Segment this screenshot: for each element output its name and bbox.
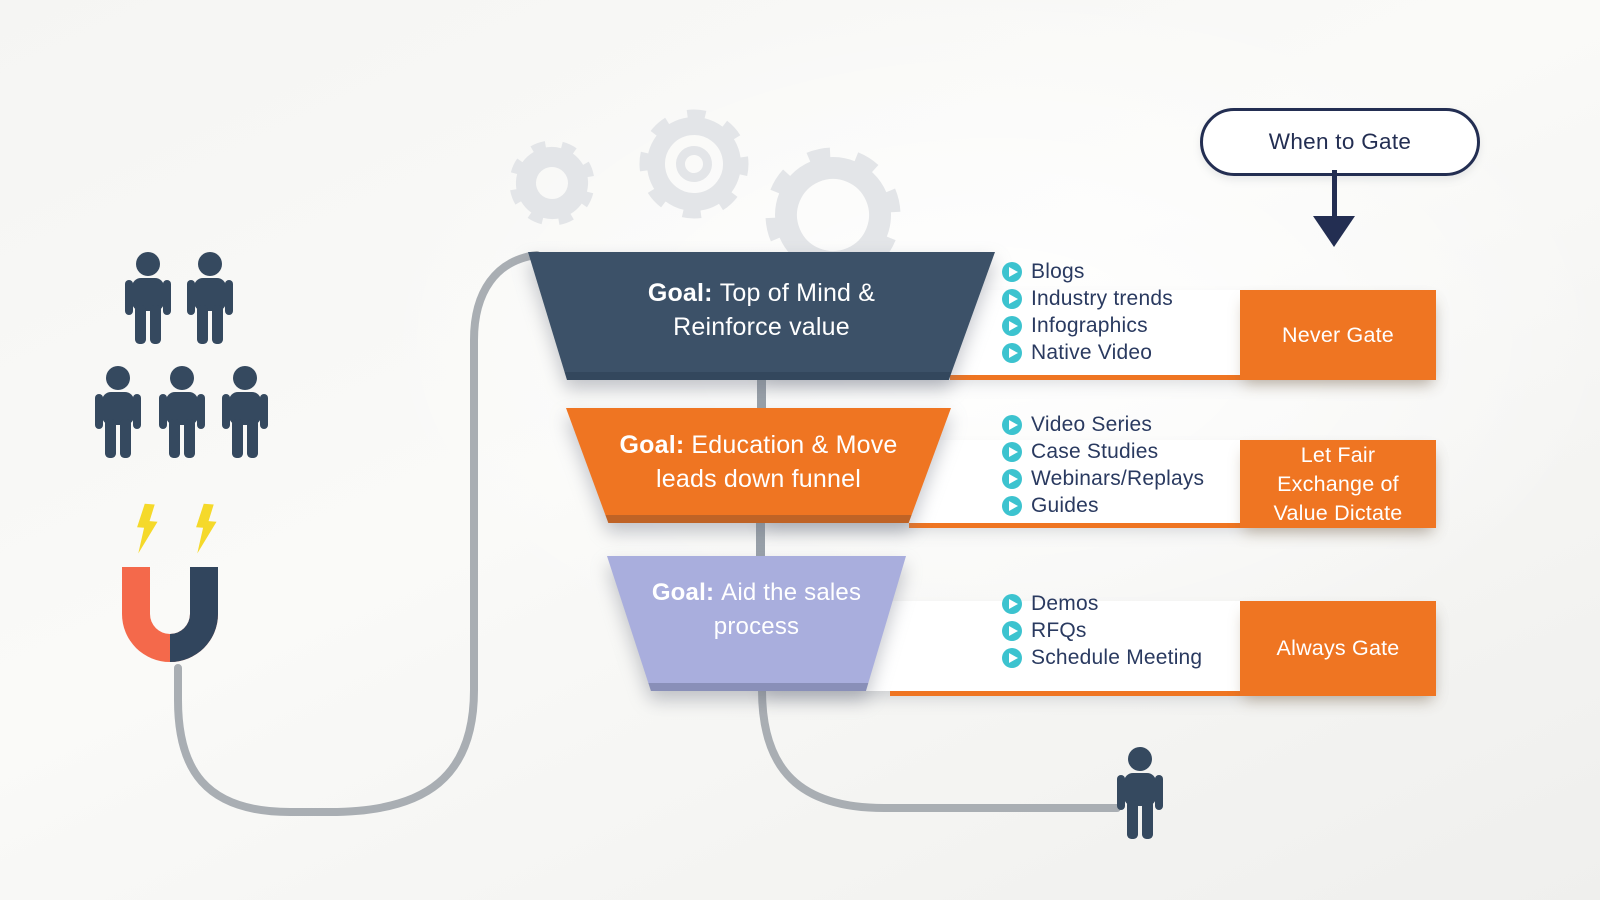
person-icon	[1117, 747, 1163, 839]
funnel-tier-shape: Goal:Aid the sales process	[607, 556, 906, 691]
goal-prefix: Goal:	[647, 279, 713, 307]
list-item: Webinars/Replays	[1002, 465, 1204, 492]
play-circle-icon	[1002, 593, 1022, 614]
content-list-top: Blogs Industry trends Infographics Nativ…	[1002, 258, 1173, 366]
play-circle-icon	[1002, 441, 1022, 462]
person-icon	[222, 366, 268, 458]
content-list-bottom: Demos RFQs Schedule Meeting	[1002, 590, 1202, 671]
list-item-label: Industry trends	[1031, 286, 1173, 310]
list-item-label: Infographics	[1031, 313, 1148, 337]
funnel-connector	[757, 377, 766, 411]
play-circle-icon	[1002, 495, 1022, 516]
funnel-connector	[756, 520, 765, 558]
list-item-label: Native Video	[1031, 340, 1153, 364]
play-circle-icon	[1002, 315, 1022, 336]
list-item: Video Series	[1002, 411, 1204, 438]
person-icon	[125, 252, 171, 344]
gate-box-label: Never Gate	[1282, 322, 1394, 347]
play-circle-icon	[1002, 342, 1022, 363]
flow-line-bottom	[758, 686, 1121, 812]
funnel-tier-goal: Goal:Aid the sales process	[652, 556, 862, 644]
people-group-icon	[95, 252, 268, 458]
goal-text: Aid the sales process	[713, 579, 862, 640]
play-circle-icon	[1002, 261, 1022, 282]
list-item-label: Webinars/Replays	[1031, 466, 1205, 490]
list-item-label: Case Studies	[1031, 439, 1159, 463]
list-item: RFQs	[1002, 617, 1202, 644]
list-item-label: Guides	[1031, 493, 1099, 517]
play-circle-icon	[1002, 647, 1022, 668]
play-circle-icon	[1002, 468, 1022, 489]
list-item-label: Blogs	[1031, 259, 1085, 283]
goal-text: Education & Move leads down funnel	[656, 431, 898, 493]
funnel-tier-consideration: Goal:Education & Move leads down funnel	[566, 408, 951, 523]
person-icon	[95, 366, 141, 458]
magnet-icon	[122, 567, 218, 662]
gate-line-bottom	[890, 691, 1436, 696]
when-to-gate-label: When to Gate	[1268, 129, 1412, 154]
gear-medium-icon	[639, 109, 749, 219]
arrow-down-head-icon	[1313, 216, 1355, 247]
play-circle-icon	[1002, 414, 1022, 435]
gate-box-fair-exchange: Let Fair Exchange of Value Dictate	[1240, 440, 1436, 528]
funnel-tier-shape: Goal:Education & Move leads down funnel	[566, 408, 951, 523]
funnel-tier-decision: Goal:Aid the sales process	[607, 556, 906, 691]
person-icon	[159, 366, 205, 458]
gate-box-never: Never Gate	[1240, 290, 1436, 380]
play-circle-icon	[1002, 620, 1022, 641]
list-item-label: Schedule Meeting	[1031, 645, 1203, 669]
when-to-gate-pill: When to Gate	[1200, 108, 1480, 176]
arrow-down-icon	[1332, 170, 1337, 216]
list-item: Blogs	[1002, 258, 1173, 285]
gate-line-top	[950, 375, 1436, 380]
funnel-tier-shape: Goal:Top of Mind & Reinforce value	[528, 252, 995, 380]
funnel-tier-goal: Goal:Education & Move leads down funnel	[594, 408, 924, 496]
lightning-icon	[137, 503, 217, 554]
list-item: Guides	[1002, 492, 1204, 519]
list-item: Case Studies	[1002, 438, 1204, 465]
list-item-label: Demos	[1031, 591, 1099, 615]
list-item: Demos	[1002, 590, 1202, 617]
gate-box-label: Let Fair Exchange of Value Dictate	[1273, 442, 1403, 525]
goal-text: Top of Mind & Reinforce value	[673, 279, 876, 341]
goal-prefix: Goal:	[651, 579, 715, 606]
list-item: Native Video	[1002, 339, 1173, 366]
list-item: Industry trends	[1002, 285, 1173, 312]
content-list-middle: Video Series Case Studies Webinars/Repla…	[1002, 411, 1204, 519]
funnel-tier-awareness: Goal:Top of Mind & Reinforce value	[528, 252, 995, 380]
funnel-tier-goal: Goal:Top of Mind & Reinforce value	[607, 252, 917, 344]
goal-prefix: Goal:	[619, 431, 685, 459]
gate-box-always: Always Gate	[1240, 601, 1436, 696]
gate-line-middle	[909, 523, 1436, 528]
gear-small-icon	[509, 140, 595, 226]
list-item-label: RFQs	[1031, 618, 1087, 642]
person-icon	[187, 252, 233, 344]
list-item: Infographics	[1002, 312, 1173, 339]
gate-box-label: Always Gate	[1276, 636, 1400, 660]
list-item-label: Video Series	[1031, 412, 1153, 436]
list-item: Schedule Meeting	[1002, 644, 1202, 671]
play-circle-icon	[1002, 288, 1022, 309]
flow-line-left	[174, 251, 541, 816]
